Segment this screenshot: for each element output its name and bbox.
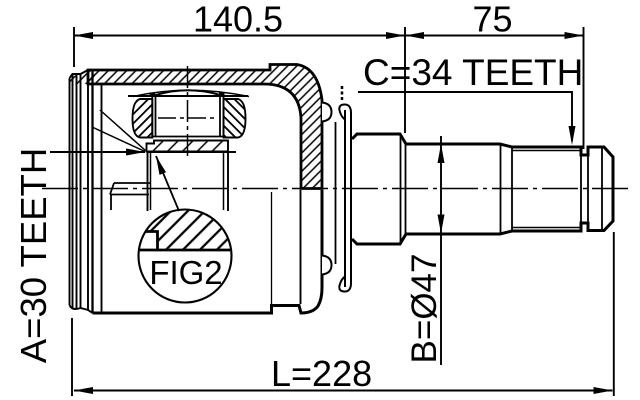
svg-text:C=34 TEETH: C=34 TEETH bbox=[363, 52, 583, 93]
svg-text:140.5: 140.5 bbox=[193, 0, 283, 40]
svg-text:L=228: L=228 bbox=[271, 353, 372, 394]
svg-text:75: 75 bbox=[472, 0, 512, 40]
svg-text:FIG2: FIG2 bbox=[149, 254, 222, 291]
svg-text:B=Ø47: B=Ø47 bbox=[405, 254, 444, 364]
svg-text:A=30 TEETH: A=30 TEETH bbox=[13, 148, 54, 363]
